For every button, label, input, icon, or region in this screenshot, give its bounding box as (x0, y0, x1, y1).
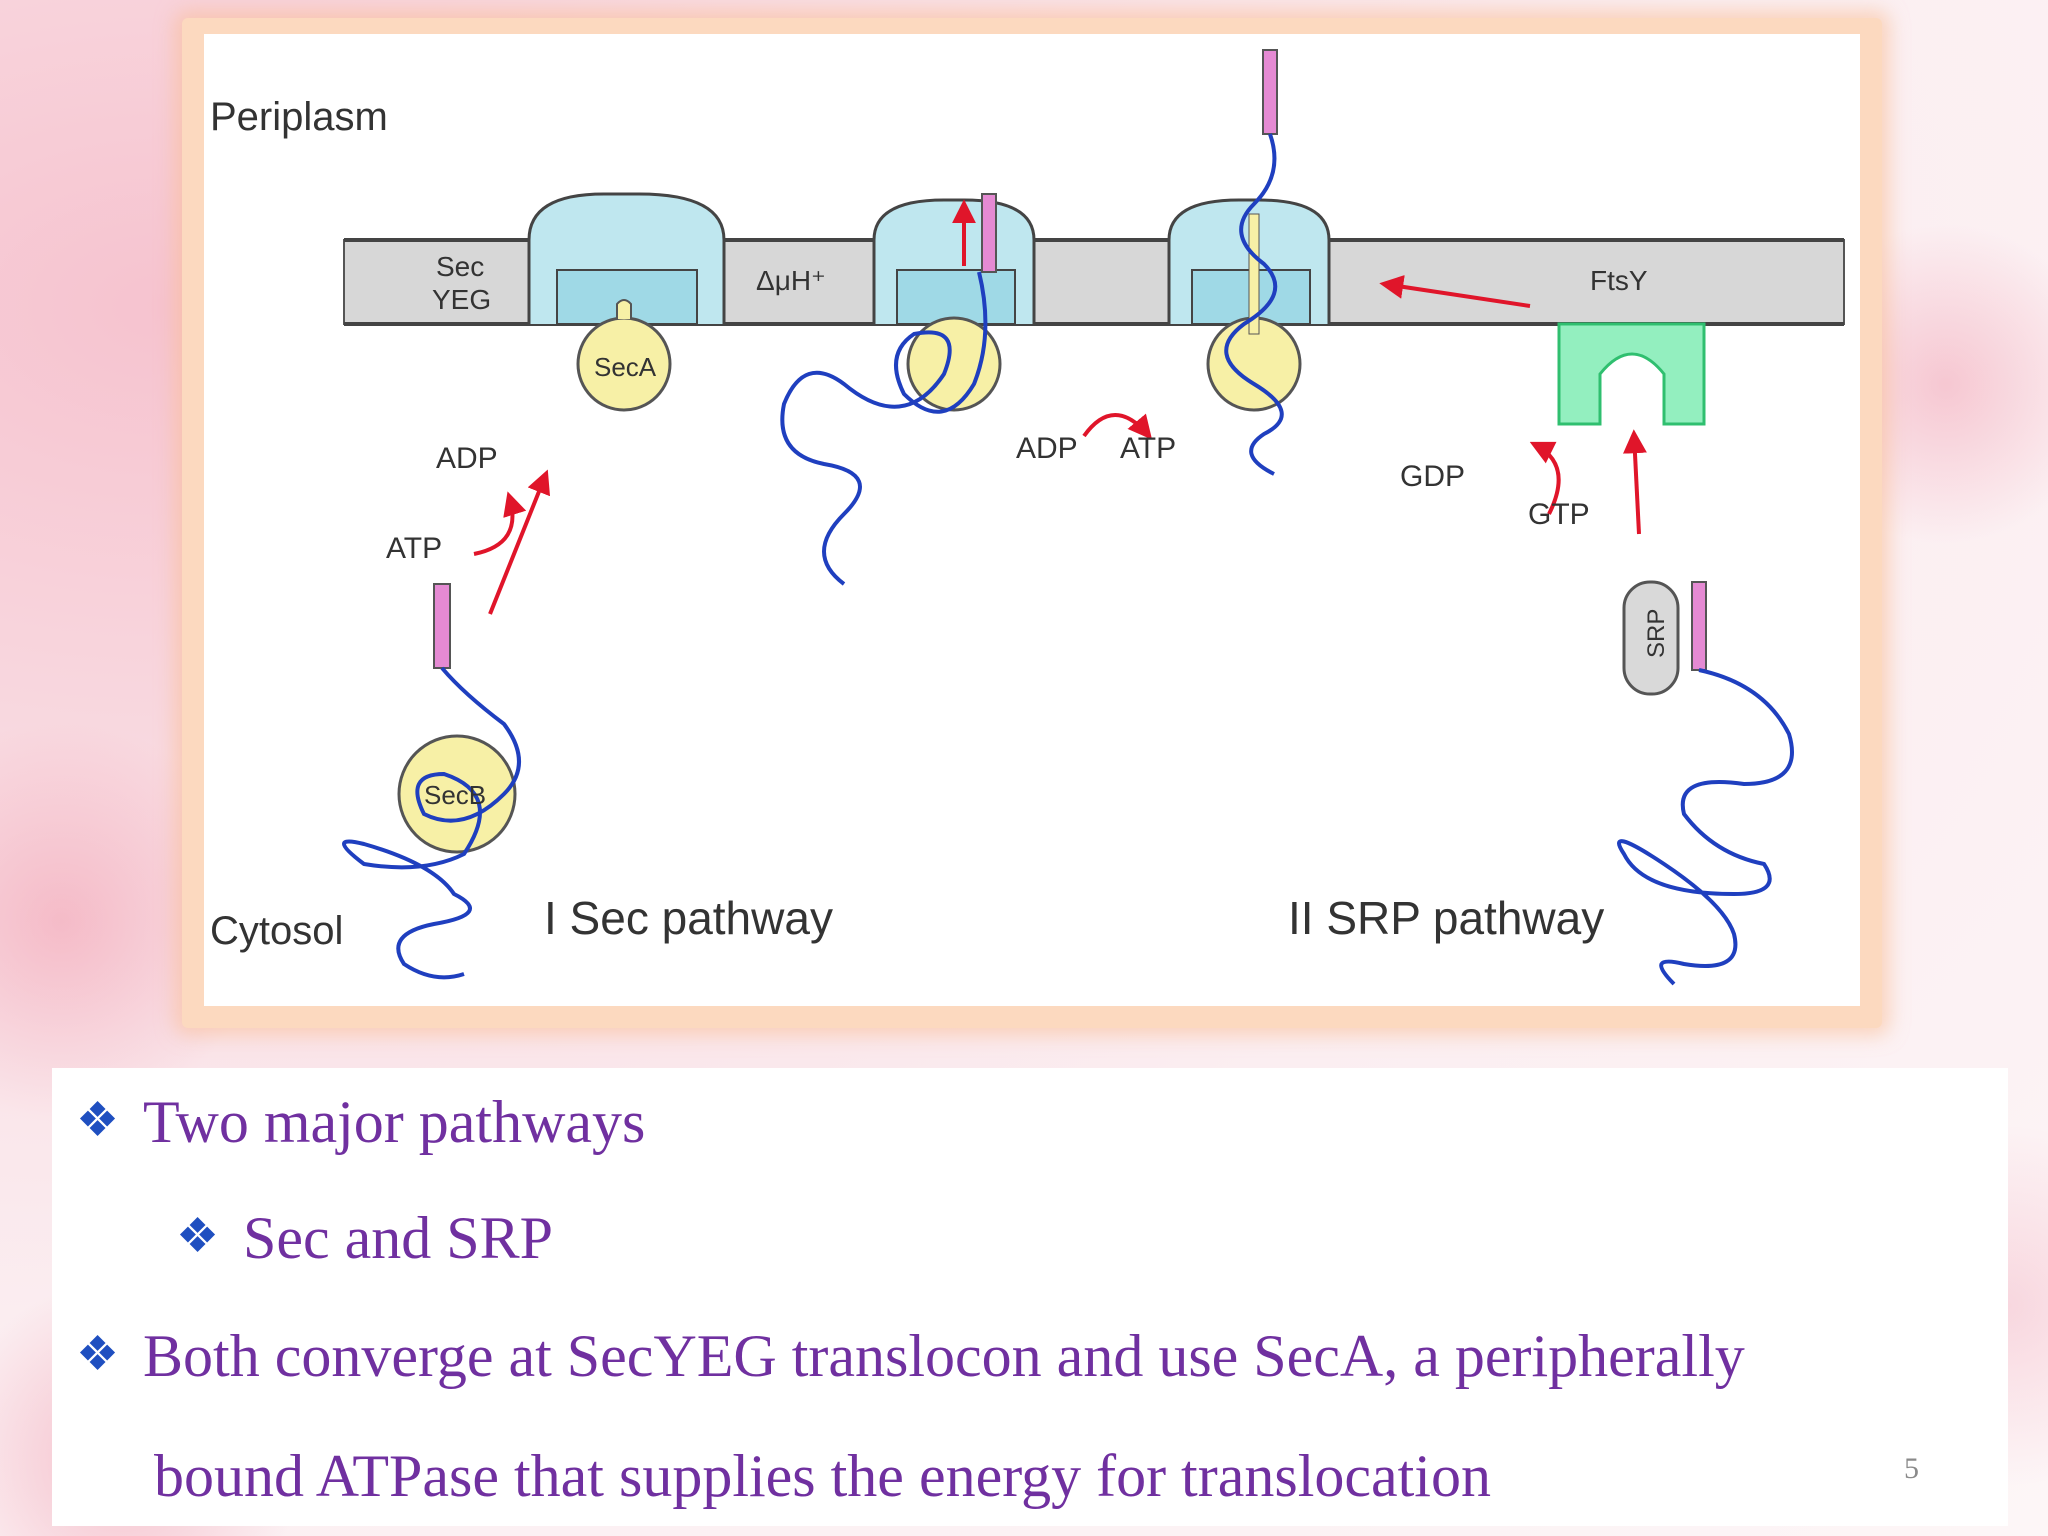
bullet-text-4: bound ATPase that supplies the energy fo… (154, 1443, 1491, 1509)
adp-label-mid: ADP (1016, 432, 1078, 465)
seca-motor (576, 299, 672, 412)
bullet-item-3-continuation: bound ATPase that supplies the energy fo… (154, 1446, 1491, 1506)
ftsy-receptor (1557, 322, 1706, 426)
gdp-label: GDP (1400, 460, 1465, 493)
cytosol-label: Cytosol (210, 909, 343, 953)
bullet-text-1: Two major pathways (143, 1089, 646, 1155)
bullet-text-3: Both converge at SecYEG translocon and u… (143, 1323, 1745, 1389)
reaction-arrows (473, 274, 1647, 615)
bullet-item-2: ❖ Sec and SRP (176, 1208, 553, 1268)
delta-mu-h-label: ΔμH⁺ (756, 265, 826, 296)
four-diamond-bullet-icon: ❖ (176, 1210, 220, 1263)
sec-pathway-label: I Sec pathway (544, 892, 833, 944)
slide-number: 5 (1904, 1452, 1919, 1485)
adp-label-left: ADP (436, 442, 498, 475)
four-diamond-bullet-icon: ❖ (76, 1328, 120, 1381)
bullet-text-2: Sec and SRP (243, 1205, 554, 1271)
sec-yeg-label-line1: Sec (436, 251, 484, 282)
atp-label-mid: ATP (1120, 432, 1176, 465)
srp-label: SRP (1643, 609, 1670, 658)
secyeg-channel-2 (780, 193, 1036, 586)
secyeg-channel-3 (1167, 49, 1331, 476)
ftsy-label: FtsY (1590, 265, 1648, 296)
sec-yeg-label-line2: YEG (432, 284, 491, 315)
protein-translocation-diagram: Periplasm Cytosol Sec YEG ΔμH⁺ SecA SecB… (204, 34, 1860, 1006)
srp-complex (1617, 580, 1794, 986)
bullet-item-3: ❖ Both converge at SecYEG translocon and … (76, 1326, 1745, 1386)
atp-label-left: ATP (386, 532, 442, 565)
secb-complex (342, 583, 521, 980)
secb-label: SecB (424, 780, 486, 810)
bullet-item-1: ❖ Two major pathways (76, 1092, 645, 1152)
four-diamond-bullet-icon: ❖ (76, 1094, 120, 1147)
seca-label: SecA (594, 352, 657, 382)
srp-pathway-label: II SRP pathway (1288, 892, 1604, 944)
periplasm-label: Periplasm (210, 95, 388, 139)
bullet-panel (52, 1068, 2008, 1526)
secyeg-channel-1 (527, 192, 726, 325)
gtp-label: GTP (1528, 498, 1590, 531)
